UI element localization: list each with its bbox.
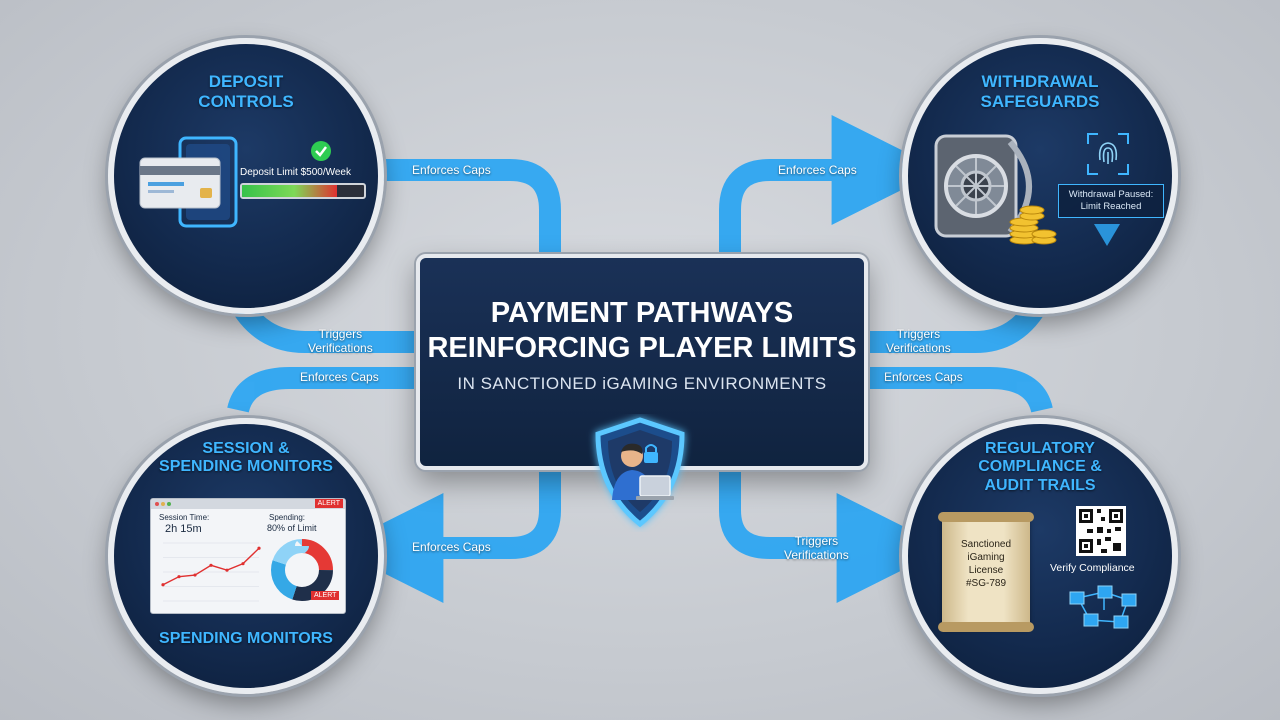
line-point xyxy=(241,562,245,566)
flow-deposit-enforces xyxy=(360,159,561,256)
blockchain-icon xyxy=(1069,585,1137,629)
regulatory-title-line3: AUDIT TRAILS xyxy=(984,476,1096,494)
check-icon xyxy=(311,141,331,161)
line-point xyxy=(177,575,181,579)
license-text: Sanctioned iGaming License #SG-789 xyxy=(942,538,1030,590)
window-dot-icon xyxy=(167,502,171,506)
license-line3: License xyxy=(968,565,1004,576)
flow-label-line: Verifications xyxy=(886,340,951,355)
withdrawal-title-line2: SAFEGUARDS xyxy=(980,91,1100,111)
line-point xyxy=(225,568,229,572)
page-title-line2: REINFORCING PLAYER LIMITS xyxy=(427,332,857,365)
session-title-line1: SESSION & xyxy=(202,440,290,457)
flow-label-line: Verifications xyxy=(308,340,373,355)
flow-label-session-bottom: Enforces Caps xyxy=(412,540,491,554)
flow-label-line: Triggers xyxy=(318,327,363,341)
session-time-value: 2h 15m xyxy=(165,523,202,535)
regulatory-title-line2: COMPLIANCE & xyxy=(978,458,1102,476)
withdrawal-safeguards-node: WITHDRAWAL SAFEGUARDS Withdrawal Paused:… xyxy=(902,38,1178,314)
deposit-limit-widget: Deposit Limit $500/Week xyxy=(240,167,366,199)
line-point xyxy=(193,573,197,577)
window-dot-icon xyxy=(155,502,159,506)
spending-donut-chart xyxy=(271,539,333,601)
deposit-limit-label: Deposit Limit $500/Week xyxy=(240,167,351,178)
donut-slice xyxy=(271,539,333,601)
session-time-label: Session Time: xyxy=(159,513,210,522)
line-point xyxy=(257,546,261,550)
line-point xyxy=(209,563,213,567)
donut-slice xyxy=(271,539,333,601)
session-footer: SPENDING MONITORS xyxy=(159,630,333,647)
session-title: SESSION & SPENDING MONITORS xyxy=(114,440,378,477)
fingerprint-icon xyxy=(1087,133,1129,175)
session-title-line2: SPENDING MONITORS xyxy=(159,458,333,476)
flow-label-line: Triggers xyxy=(896,327,941,341)
dashboard-window: ALERT Session Time: 2h 15m Spending: 80%… xyxy=(150,498,346,614)
regulatory-compliance-node: REGULATORY COMPLIANCE & AUDIT TRAILS San… xyxy=(902,418,1178,694)
alert-badge-top: ALERT xyxy=(314,499,343,508)
scroll-bottom-roll xyxy=(938,622,1034,632)
deposit-controls-node: DEPOSIT CONTROLS Deposit Limit $500/Week xyxy=(108,38,384,314)
license-line1: Sanctioned xyxy=(960,539,1012,550)
donut-slice xyxy=(271,539,333,601)
coin-stack-icon xyxy=(1009,205,1057,245)
credit-card-icon xyxy=(139,136,238,228)
flow-label-line: Triggers xyxy=(794,534,839,548)
withdrawal-title: WITHDRAWAL SAFEGUARDS xyxy=(908,72,1172,111)
deposit-title-line1: DEPOSIT xyxy=(208,72,284,91)
spending-value: 80% of Limit xyxy=(267,523,317,533)
flow-label-withdrawal: Enforces Caps xyxy=(778,163,857,177)
vault-icon xyxy=(934,134,1032,238)
flow-label-line: Verifications xyxy=(784,547,849,562)
verify-compliance-label: Verify Compliance xyxy=(1050,562,1135,574)
session-monitors-node: SESSION & SPENDING MONITORS ALERT Sessio… xyxy=(108,418,384,694)
license-line2: iGaming xyxy=(967,552,1005,563)
flow-withdrawal-enforces xyxy=(719,115,942,256)
withdrawal-notice-line1: Withdrawal Paused: xyxy=(1068,189,1154,200)
license-scroll: Sanctioned iGaming License #SG-789 xyxy=(938,512,1034,632)
flow-label-triggers-left: Triggers Verifications xyxy=(308,327,373,356)
session-line-chart xyxy=(161,542,261,602)
page-subtitle: IN SANCTIONED iGAMING ENVIRONMENTS xyxy=(457,374,827,393)
alert-badge-bottom: ALERT xyxy=(311,591,340,600)
window-dot-icon xyxy=(161,502,165,506)
regulatory-title: REGULATORY COMPLIANCE & AUDIT TRAILS xyxy=(908,440,1172,495)
flow-label-regulatory: Enforces Caps xyxy=(884,370,963,384)
deposit-title: DEPOSIT CONTROLS xyxy=(114,72,378,111)
page-title: PAYMENT PATHWAYS REINFORCING PLAYER LIMI… xyxy=(420,296,864,367)
scroll-top-roll xyxy=(938,512,1034,522)
withdrawal-notice-line2: Limit Reached xyxy=(1080,200,1142,212)
flow-label-triggers-right: Triggers Verifications xyxy=(886,327,951,356)
dashboard-titlebar: ALERT xyxy=(151,499,345,509)
pointer-triangle-icon xyxy=(1094,224,1120,246)
spending-label: Spending: xyxy=(269,513,306,522)
regulatory-title-line1: REGULATORY xyxy=(985,440,1095,457)
withdrawal-notice: Withdrawal Paused: Limit Reached xyxy=(1058,184,1164,218)
flow-session-caps xyxy=(333,462,561,603)
flow-label-deposit: Enforces Caps xyxy=(412,163,491,177)
withdrawal-title-line1: WITHDRAWAL xyxy=(981,72,1099,91)
qr-code-icon xyxy=(1076,506,1126,556)
deposit-limit-fill xyxy=(242,185,338,197)
shield-user-icon xyxy=(595,417,685,528)
flow-regulatory-enforces xyxy=(860,367,1053,414)
line-point xyxy=(161,583,165,587)
flow-regulatory-triggers xyxy=(719,462,947,603)
deposit-title-line2: CONTROLS xyxy=(198,91,294,111)
license-line4: #SG-789 xyxy=(965,578,1007,589)
flow-session-enforces xyxy=(227,367,418,414)
flow-label-session: Enforces Caps xyxy=(300,370,379,384)
page-title-line1: PAYMENT PATHWAYS xyxy=(490,297,794,329)
deposit-limit-bar xyxy=(240,183,366,199)
flow-label-regulatory-bottom: Triggers Verifications xyxy=(784,534,849,563)
